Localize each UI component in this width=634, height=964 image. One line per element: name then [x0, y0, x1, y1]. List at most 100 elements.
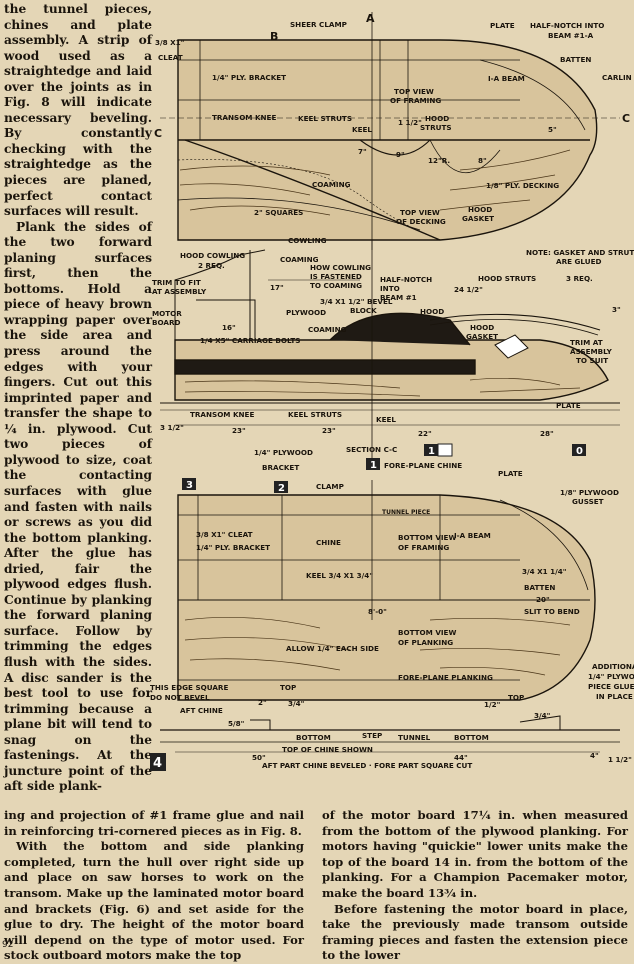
- label-keel-struts-side: KEEL STRUTS: [288, 410, 342, 419]
- label-ply-gusset-1: 1/8" PLYWOOD: [560, 488, 619, 497]
- left-paragraph-2: Plank the sides of the two forward plani…: [4, 219, 152, 794]
- page-number: 92: [2, 940, 14, 950]
- side-view-labels: HOOD COWLING 2 REQ. COWLING COAMING HOW …: [152, 236, 634, 472]
- label-ply-bracket-side-2: BRACKET: [262, 463, 299, 472]
- top-view-grain: [179, 149, 571, 216]
- label-bevel-block: BLOCK: [350, 306, 377, 315]
- dim-20: 20": [536, 595, 550, 604]
- label-hood-struts-2: STRUTS: [420, 123, 452, 132]
- label-motor-board-2: BOARD: [152, 318, 180, 327]
- dim-50: 50": [252, 753, 266, 762]
- dim-23-b: 23": [322, 426, 336, 435]
- dim-23-a: 23": [232, 426, 246, 435]
- dim-1-2: 1/2": [484, 700, 501, 709]
- label-top-view-decking-2: OF DECKING: [396, 217, 446, 226]
- label-edge-square-2: DO NOT BEVEL: [150, 693, 210, 702]
- marker-a: A: [366, 12, 375, 25]
- dim-17: 17": [270, 283, 284, 292]
- frame-tags-side: 1 0 1 2 3: [182, 443, 586, 494]
- tag-0: 0: [576, 446, 583, 457]
- label-ply-gusset-2: GUSSET: [572, 497, 604, 506]
- dim-22: 22": [418, 429, 432, 438]
- label-coaming: COAMING: [312, 180, 351, 189]
- label-additional-3: PIECE GLUED: [588, 682, 634, 691]
- label-top-view-framing-2: OF FRAMING: [390, 96, 441, 105]
- label-how-cowling-1: HOW COWLING: [310, 263, 371, 272]
- label-plate-bottom: PLATE: [498, 469, 523, 478]
- label-additional-1: ADDITIONAL: [592, 662, 634, 671]
- label-hood-struts-side: HOOD STRUTS: [478, 274, 536, 283]
- label-aft-chine: AFT CHINE: [180, 706, 223, 715]
- marker-c-right: C: [622, 112, 630, 125]
- label-tunnel: TUNNEL: [398, 733, 431, 742]
- label-cleat-bottom: 3/8 X1" CLEAT: [196, 530, 253, 539]
- label-fore-plane-chine: FORE-PLANE CHINE: [384, 461, 462, 470]
- dim-8ft: 8'-0": [368, 607, 387, 616]
- dim-16: 16": [222, 323, 236, 332]
- label-additional-4: IN PLACE: [596, 692, 633, 701]
- label-slit: SLIT TO BEND: [524, 607, 580, 616]
- label-aft-part: AFT PART CHINE BEVELED · FORE PART SQUAR…: [262, 761, 472, 770]
- label-top-view-framing-1: TOP VIEW: [394, 87, 434, 96]
- dim-9: 9": [396, 150, 405, 159]
- label-additional-2: 1/4" PLYWOOD: [588, 672, 634, 681]
- dim-5-8: 5/8": [228, 719, 245, 728]
- label-top-a: TOP: [280, 683, 296, 692]
- label-batten: BATTEN: [560, 55, 591, 64]
- label-coaming-side: COAMING: [280, 255, 319, 264]
- label-trim-fit-1: TRIM TO FIT: [152, 278, 201, 287]
- label-trim-suit-3: TO SUIT: [576, 356, 608, 365]
- dim-3-4-b: 3/4": [534, 711, 551, 720]
- label-three-req: 3 REQ.: [566, 274, 593, 283]
- label-cleat-dim: 3/8 X1": [155, 38, 185, 47]
- top-view-labels: SHEER CLAMP PLATE HALF-NOTCH INTO BEAM #…: [154, 12, 632, 226]
- label-hood-gasket-1: HOOD: [468, 205, 492, 214]
- frame-tag-4: 4: [150, 753, 166, 771]
- label-hood-gasket-2: GASKET: [462, 214, 494, 223]
- label-how-cowling-3: TO COAMING: [310, 281, 362, 290]
- left-column-text: the tunnel pieces, chines and plate asse…: [4, 2, 152, 795]
- dim-3: 3": [612, 305, 621, 314]
- hull-construction-diagram: SHEER CLAMP PLATE HALF-NOTCH INTO BEAM #…: [150, 12, 634, 771]
- label-half-notch-3: BEAM #1: [380, 293, 417, 302]
- label-bottom-a: BOTTOM: [296, 733, 331, 742]
- dim-7: 7": [358, 147, 367, 156]
- label-keel-struts: KEEL STRUTS: [298, 114, 352, 123]
- bottom-left-column: ing and projection of #1 frame glue and …: [4, 808, 304, 964]
- label-plate: PLATE: [490, 21, 515, 30]
- label-bottom-b: BOTTOM: [454, 733, 489, 742]
- bottom-left-paragraph-1: ing and projection of #1 frame glue and …: [4, 808, 304, 838]
- dim-24-5: 24 1/2": [454, 285, 483, 294]
- label-hood-cowling: HOOD COWLING: [180, 251, 245, 260]
- label-fore-plane-planking: FORE-PLANE PLANKING: [398, 673, 493, 682]
- dim-28: 28": [540, 429, 554, 438]
- dim-5: 5": [548, 125, 557, 134]
- label-how-cowling-2: IS FASTENED: [310, 272, 362, 281]
- dim-12r: 12"R.: [428, 156, 450, 165]
- label-carlin: CARLIN: [602, 73, 632, 82]
- label-cleat: CLEAT: [158, 53, 183, 62]
- label-ply-bracket: 1/4" PLY. BRACKET: [212, 73, 286, 82]
- label-hood: HOOD: [420, 307, 444, 316]
- label-bottom-view-framing-2: OF FRAMING: [398, 543, 449, 552]
- label-ply-bracket-side-1: 1/4" PLYWOOD: [254, 448, 313, 457]
- label-transom-knee-side: TRANSOM KNEE: [190, 410, 254, 419]
- side-view-grain: [184, 378, 581, 397]
- left-paragraph-1: the tunnel pieces, chines and plate asse…: [4, 2, 152, 219]
- bottom-view-labels: CLAMP PLATE 1/8" PLYWOOD GUSSET TUNNEL P…: [150, 469, 634, 770]
- label-batten-bottom: BATTEN: [524, 583, 555, 592]
- label-bottom-view-framing-1: BOTTOM VIEW: [398, 533, 456, 542]
- marker-c-left: C: [154, 127, 162, 140]
- label-trim-suit-1: TRIM AT: [570, 338, 603, 347]
- label-top-of-chine: TOP OF CHINE SHOWN: [282, 745, 373, 754]
- label-coaming-side-2: COAMING: [308, 325, 347, 334]
- bottom-view-grain: [184, 616, 571, 676]
- tag-1: 1: [370, 460, 377, 471]
- label-hood-gasket-side-1: HOOD: [470, 323, 494, 332]
- label-keel: KEEL: [352, 125, 372, 134]
- label-half-notch-1: HALF-NOTCH: [380, 275, 432, 284]
- label-step: STEP: [362, 731, 382, 740]
- label-trim-fit-2: AT ASSEMBLY: [152, 287, 207, 296]
- label-keel-bottom: KEEL 3/4 X1 3/4": [306, 571, 373, 580]
- label-plywood: PLYWOOD: [286, 308, 326, 317]
